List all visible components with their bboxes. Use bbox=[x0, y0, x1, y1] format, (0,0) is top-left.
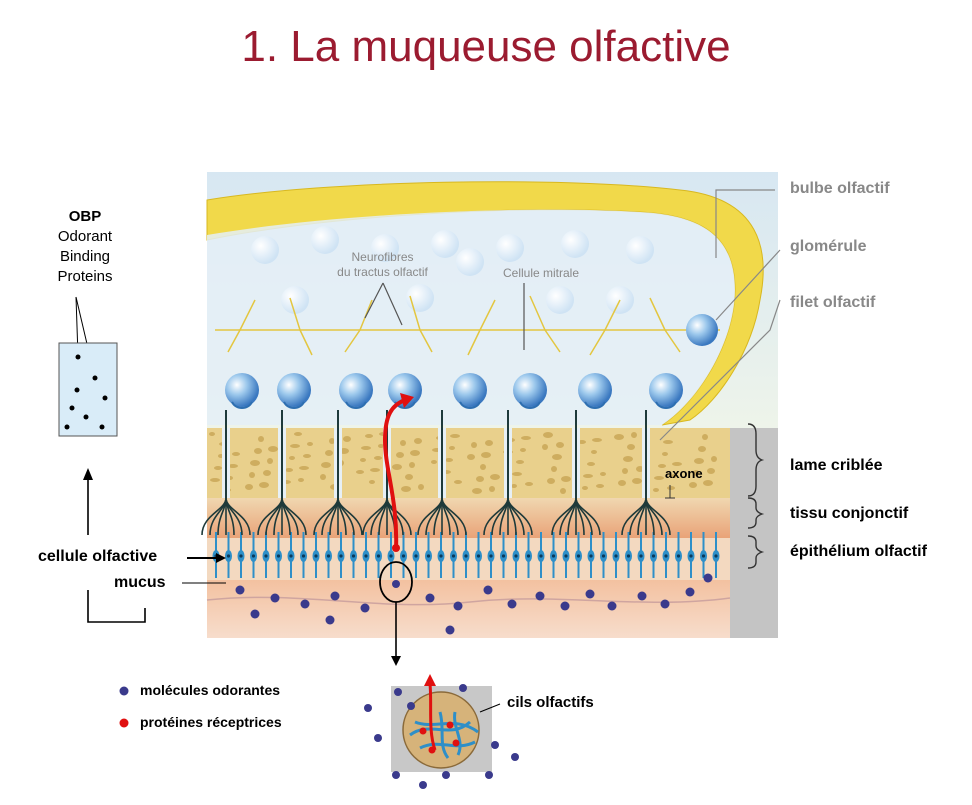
legend-receptor-dot bbox=[119, 718, 129, 728]
mitrale-label: Cellule mitrale bbox=[502, 266, 580, 280]
tissu-conjonctif-label: tissu conjonctif bbox=[790, 505, 909, 522]
lame-criblee-label: lame criblée bbox=[790, 457, 883, 474]
legend-molecule-dot bbox=[119, 686, 129, 696]
signal-path-arrow bbox=[382, 398, 406, 551]
axon-fibres bbox=[201, 497, 671, 536]
mucus-label: mucus bbox=[114, 574, 166, 591]
layer-braces bbox=[747, 423, 765, 569]
obp-tube bbox=[58, 342, 118, 437]
right-callout-lines bbox=[659, 189, 781, 441]
cellule-olfactive-label: cellule olfactive bbox=[38, 548, 158, 565]
bulb-interior bbox=[207, 209, 735, 425]
glomerule-label: glomérule bbox=[790, 238, 867, 255]
obp-particles bbox=[64, 354, 108, 430]
filet-olfactif-label: filet olfactif bbox=[790, 294, 876, 311]
obp-label: OBP Odorant Binding Proteins bbox=[57, 208, 113, 285]
pale-spheres bbox=[251, 226, 654, 314]
mucus-molecules bbox=[235, 573, 713, 635]
glomerule-sphere bbox=[686, 314, 718, 346]
cils-molecules bbox=[364, 684, 519, 789]
cils-olfactifs-label: cils olfactifs bbox=[507, 694, 594, 711]
axone-label: axone bbox=[665, 466, 703, 481]
olfactory-cells bbox=[212, 532, 720, 578]
cils-fibres bbox=[409, 711, 479, 759]
legend-molecules-label: molécules odorantes bbox=[140, 682, 281, 698]
cils-receptors bbox=[419, 721, 460, 754]
epithelium-olfactif-label: épithélium olfactif bbox=[790, 543, 927, 560]
page-title: 1. La muqueuse olfactive bbox=[241, 22, 731, 71]
legend-proteines-label: protéines réceptrices bbox=[140, 714, 282, 730]
neurofibres-label: Neurofibres du tractus olfactif bbox=[337, 250, 428, 279]
mucus-layer bbox=[207, 580, 730, 638]
grey-column bbox=[730, 428, 778, 638]
inner-callout-lines bbox=[364, 282, 525, 350]
zoom-arrow bbox=[391, 656, 401, 666]
bulbe-olfactif-label: bulbe olfactif bbox=[790, 180, 890, 197]
glomeruli-row bbox=[225, 373, 683, 409]
